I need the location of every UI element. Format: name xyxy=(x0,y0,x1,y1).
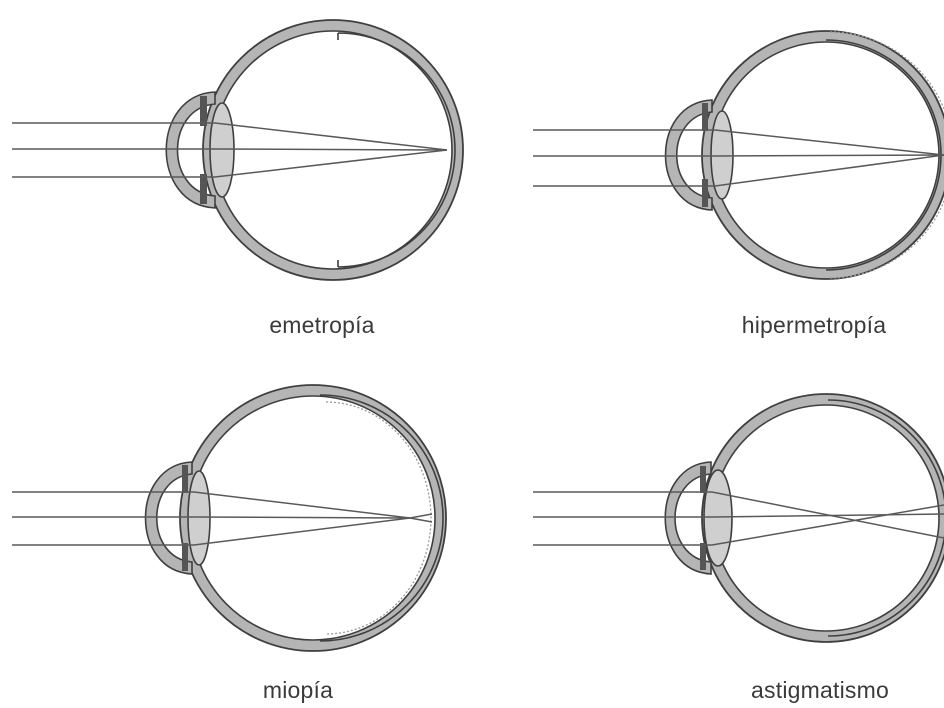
eye-emetropia xyxy=(12,20,463,280)
eye-astigmatismo xyxy=(533,394,944,642)
caption-astigmatismo: astigmatismo xyxy=(690,677,944,704)
eye-hipermetropia xyxy=(533,31,944,279)
eye-miopia xyxy=(12,385,446,651)
caption-hipermetropia: hipermetropía xyxy=(684,312,944,339)
caption-emetropia: emetropía xyxy=(192,312,452,339)
caption-miopia: miopía xyxy=(168,677,428,704)
